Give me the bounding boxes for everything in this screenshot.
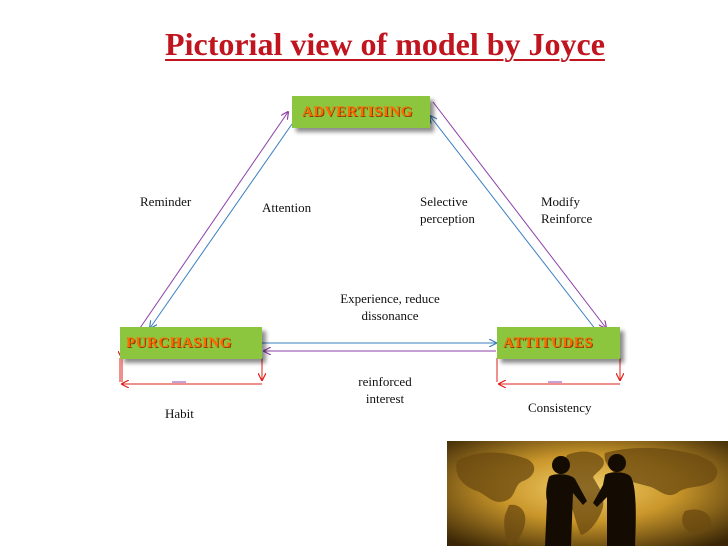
handshake-image bbox=[447, 441, 728, 546]
label-reinforced-interest: reinforced interest bbox=[358, 374, 412, 406]
label-attention: Attention bbox=[262, 200, 312, 215]
arrow-reminder bbox=[139, 112, 288, 329]
node-purchasing: PURCHASING bbox=[120, 327, 262, 359]
arrow-selective-perception bbox=[430, 116, 597, 331]
arrow-modify-reinforce bbox=[432, 101, 606, 328]
label-modify-reinforce: Modify Reinforce bbox=[541, 194, 593, 226]
businessmen-silhouette-icon bbox=[545, 454, 636, 546]
node-attitudes: ATTITUDES bbox=[497, 327, 620, 359]
habit-loop bbox=[120, 358, 262, 384]
arrow-attention bbox=[150, 123, 293, 328]
page-title: Pictorial view of model by Joyce bbox=[165, 26, 605, 62]
label-selective-perception: Selective perception bbox=[420, 194, 475, 226]
label-experience: Experience, reduce dissonance bbox=[340, 291, 440, 323]
label-habit: Habit bbox=[165, 406, 194, 421]
consistency-loop bbox=[496, 358, 620, 384]
node-advertising: ADVERTISING bbox=[292, 96, 430, 128]
label-reminder: Reminder bbox=[140, 194, 192, 209]
label-consistency: Consistency bbox=[528, 400, 592, 415]
